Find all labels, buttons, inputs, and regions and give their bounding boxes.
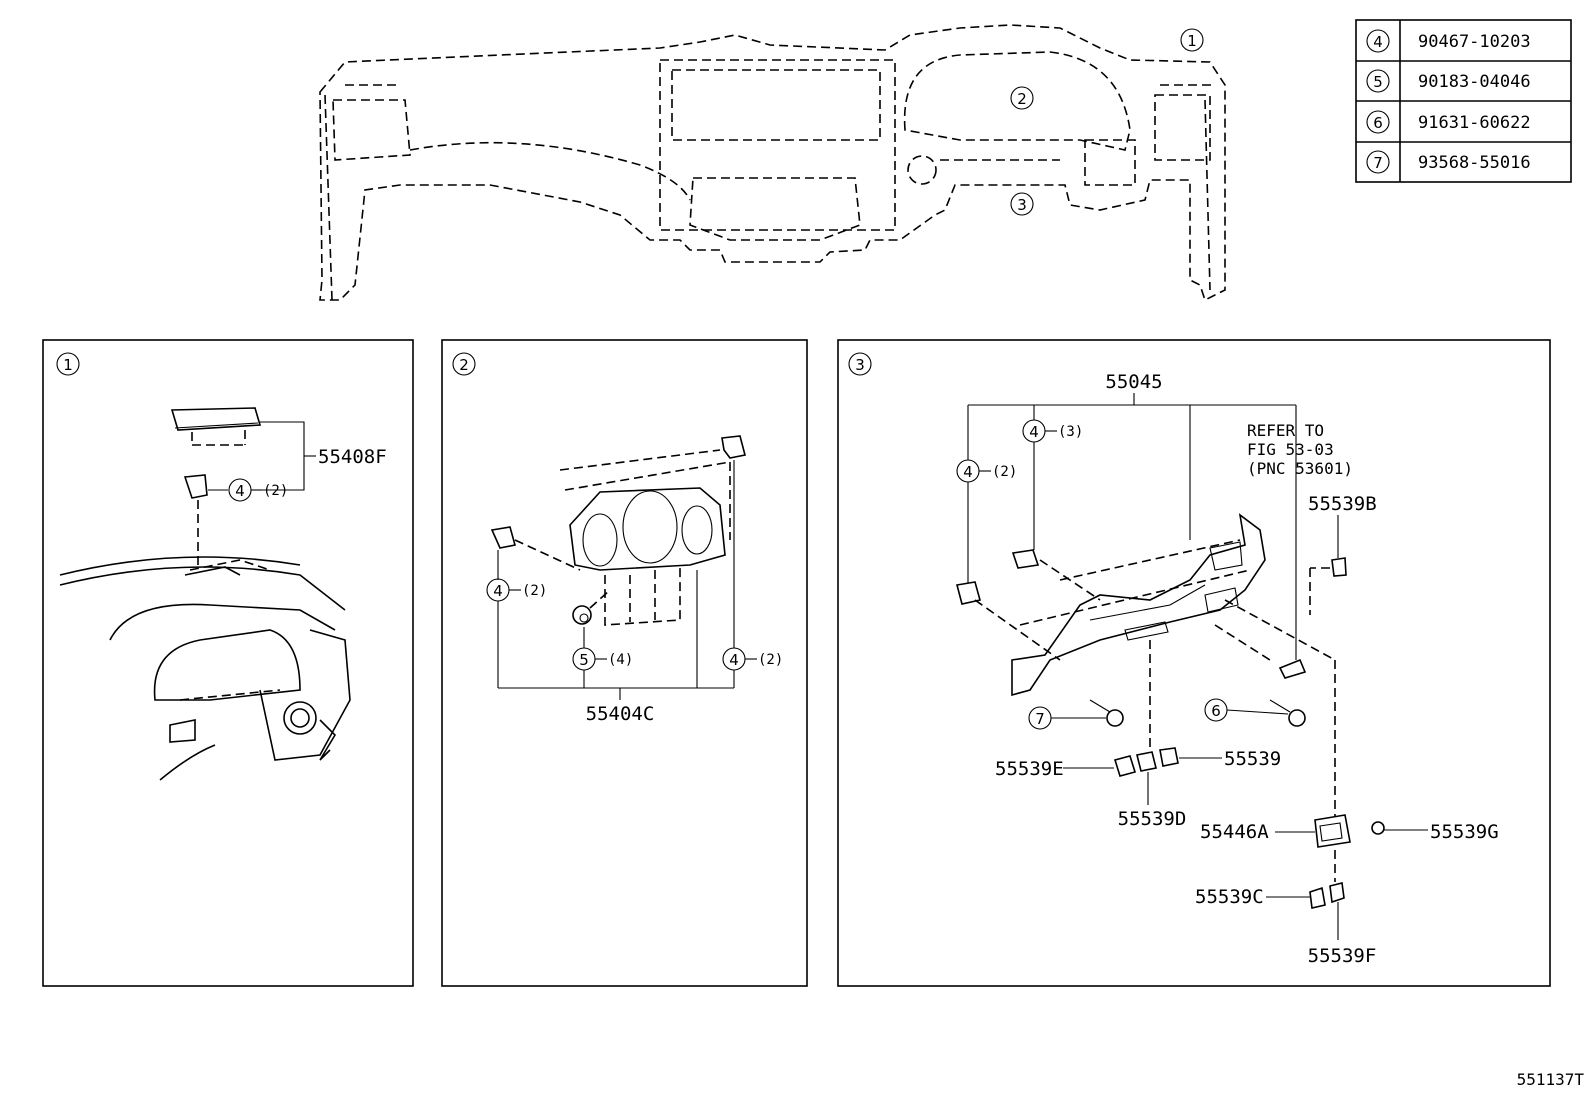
panel-3-part-cover: 55045: [1105, 371, 1162, 393]
panel-3-part-b: 55539B: [1308, 493, 1377, 515]
panel-2-part-bezel: 55404C: [586, 703, 655, 725]
panel-3-clip-ref-a: 4: [1029, 423, 1039, 441]
parts-table: 4 90467-10203 5 90183-04046 6 91631-6062…: [1355, 19, 1572, 183]
panel-1-clip-qty: (2): [263, 483, 288, 499]
table-ref-2: 6: [1373, 114, 1383, 132]
table-part-2: 91631-60622: [1418, 113, 1531, 133]
panel-2-clip-qty-right: (2): [758, 652, 783, 668]
table-ref-1: 5: [1373, 73, 1383, 91]
table-part-1: 90183-04046: [1418, 72, 1531, 92]
panel-3-refer-line1: REFER TO: [1247, 421, 1324, 440]
dashboard-overview: 1 2 3: [319, 24, 1226, 302]
panel-3-part-c: 55539C: [1195, 886, 1264, 908]
panel-3-part-plain: 55539: [1224, 748, 1281, 770]
panel-3-part-e: 55539E: [995, 758, 1064, 780]
panel-1-clip-ref: 4: [235, 482, 245, 500]
callout-3: 3: [1017, 196, 1027, 214]
callout-1: 1: [1187, 32, 1197, 50]
panel-3-clip-qty-a: (3): [1058, 424, 1083, 440]
panel-2-nut-qty: (4): [608, 652, 633, 668]
panel-2-clip-qty-left: (2): [522, 583, 547, 599]
panel-3-refer-line2: FIG 53-03: [1247, 440, 1334, 459]
panel-3-part-g: 55539G: [1430, 821, 1499, 843]
panel-3-number: 3: [855, 356, 865, 374]
panel-2-clip-ref-right: 4: [729, 651, 739, 669]
panel-3-clip-ref-b: 4: [963, 463, 973, 481]
panel-3: 3 55045 4 (3) 4 (2) REFER TO FIG 53-03 (…: [837, 339, 1551, 987]
panel-3-clip-qty-b: (2): [992, 464, 1017, 480]
panel-3-part-d: 55539D: [1118, 808, 1187, 830]
panel-3-refer-line3: (PNC 53601): [1247, 459, 1353, 478]
table-ref-0: 4: [1373, 33, 1383, 51]
diagram-code: 551137T: [1516, 1070, 1584, 1089]
callout-2: 2: [1017, 90, 1027, 108]
panel-3-screw-7: 7: [1035, 710, 1045, 728]
panel-2-clip-ref-left: 4: [493, 582, 503, 600]
table-part-3: 93568-55016: [1418, 153, 1531, 173]
table-part-0: 90467-10203: [1418, 32, 1531, 52]
panel-1-number: 1: [63, 356, 73, 374]
table-ref-3: 7: [1373, 154, 1383, 172]
panel-3-part-f: 55539F: [1308, 945, 1377, 967]
panel-1-part-cover: 55408F: [318, 446, 387, 468]
panel-2-nut-ref: 5: [579, 651, 589, 669]
panel-2-number: 2: [459, 356, 469, 374]
panel-2: 2 4 (2) 5 (4): [441, 339, 808, 987]
panel-3-screw-6: 6: [1211, 702, 1221, 720]
panel-3-part-switch: 55446A: [1200, 821, 1269, 843]
panel-1: 1 55408F 4 (2): [42, 339, 414, 987]
